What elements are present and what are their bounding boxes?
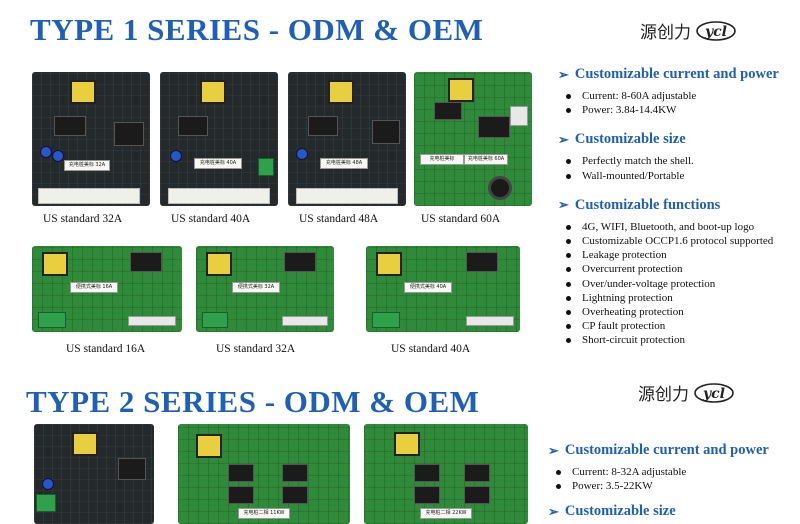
board-sticker: 充电桩美标 40A xyxy=(194,158,242,169)
list-item: Overcurrent protection xyxy=(558,262,779,276)
pcb-board-type2-11kw: 充电桩二相 11KW xyxy=(178,424,350,524)
feature-heading: ➢ Customizable functions xyxy=(558,196,721,213)
list-item: Overheating protection xyxy=(558,305,779,319)
type2-features: ➢ Customizable current and power Current… xyxy=(548,442,769,520)
svg-text:ycl: ycl xyxy=(704,24,727,40)
feature-heading: ➢ Customizable current and power xyxy=(548,442,769,458)
list-item: 4G, WIFI, Bluetooth, and boot-up logo xyxy=(558,220,779,234)
pcb-board-us-60a: 充电桩美标 充电桩美标 60A xyxy=(414,72,532,206)
feature-heading: ➢ Customizable size xyxy=(558,131,686,148)
feature-heading: ➢ Customizable current and power xyxy=(558,66,779,82)
pcb-board-us-32a-portable: 便携式美标 32A xyxy=(196,246,334,332)
list-item: Power: 3.84-14.4KW xyxy=(558,103,779,117)
board-sticker-a: 充电桩美标 xyxy=(420,154,464,165)
pcb-board-us-40a-portable: 便携式美标 40A xyxy=(366,246,520,332)
chevron-right-icon: ➢ xyxy=(558,197,569,213)
list-item: Leakage protection xyxy=(558,248,779,262)
board-sticker: 便携式美标 32A xyxy=(232,282,280,293)
feature-list: 4G, WIFI, Bluetooth, and boot-up logo Cu… xyxy=(558,220,779,348)
board-sticker: 便携式美标 16A xyxy=(70,282,118,293)
type2-title: TYPE 2 SERIES - ODM & OEM xyxy=(26,384,480,419)
feature-list: Perfectly match the shell. Wall-mounted/… xyxy=(558,154,779,182)
list-item: Wall-mounted/Portable xyxy=(558,169,779,183)
list-item: Current: 8-60A adjustable xyxy=(558,89,779,103)
pcb-board-type2-a xyxy=(34,424,154,524)
board-sticker: 便携式美标 40A xyxy=(404,282,452,293)
list-item: Perfectly match the shell. xyxy=(558,154,779,168)
list-item: CP fault protection xyxy=(558,319,779,333)
type1-title: TYPE 1 SERIES - ODM & OEM xyxy=(30,12,484,47)
list-item: Customizable OCCP1.6 protocol supported xyxy=(558,234,779,248)
ycl-logo-icon: ycl xyxy=(696,20,736,41)
board-sticker: 充电桩美标 60A xyxy=(464,154,508,165)
pcb-board-us-48a: 充电桩美标 48A xyxy=(288,72,406,206)
caption-us-32a-portable: US standard 32A xyxy=(216,343,296,355)
caption-us-48a: US standard 48A xyxy=(299,213,379,225)
list-item: Lightning protection xyxy=(558,291,779,305)
type2-brand: 源创力 ycl xyxy=(638,380,735,405)
brand-name: 源创力 xyxy=(638,385,689,405)
pcb-board-us-40a: 充电桩美标 40A xyxy=(160,72,278,206)
caption-us-32a: US standard 32A xyxy=(43,213,123,225)
caption-us-40a-portable: US standard 40A xyxy=(391,343,471,355)
list-item: Power: 3.5-22KW xyxy=(548,479,769,493)
pcb-board-us-32a: 充电桩美标 32A xyxy=(32,72,150,206)
type1-features: ➢ Customizable current and power Current… xyxy=(558,66,779,348)
board-sticker: 充电桩二相 11KW xyxy=(238,508,290,519)
feature-heading: ➢ Customizable size xyxy=(548,503,676,520)
list-item: Over/under-voltage protection xyxy=(558,277,779,291)
chevron-right-icon: ➢ xyxy=(548,442,559,458)
caption-us-40a: US standard 40A xyxy=(171,213,251,225)
chevron-right-icon: ➢ xyxy=(558,66,569,82)
pcb-board-type2-22kw: 充电桩二相 22KW xyxy=(364,424,528,524)
list-item: Short-circuit protection xyxy=(558,333,779,347)
brand-name: 源创力 xyxy=(640,23,691,43)
board-sticker: 充电桩二相 22KW xyxy=(420,508,472,519)
caption-us-16a: US standard 16A xyxy=(66,343,146,355)
svg-text:ycl: ycl xyxy=(702,386,725,402)
list-item: Current: 8-32A adjustable xyxy=(548,465,769,479)
board-sticker: 充电桩美标 48A xyxy=(320,158,368,169)
caption-us-60a: US standard 60A xyxy=(421,213,501,225)
feature-list: Current: 8-60A adjustable Power: 3.84-14… xyxy=(558,89,779,117)
feature-list: Current: 8-32A adjustable Power: 3.5-22K… xyxy=(548,465,769,493)
ycl-logo-icon: ycl xyxy=(694,382,734,403)
type1-brand: 源创力 ycl xyxy=(640,18,737,43)
pcb-board-us-16a: 便携式美标 16A xyxy=(32,246,182,332)
chevron-right-icon: ➢ xyxy=(548,503,559,519)
board-sticker: 充电桩美标 32A xyxy=(64,160,110,171)
chevron-right-icon: ➢ xyxy=(558,131,569,147)
